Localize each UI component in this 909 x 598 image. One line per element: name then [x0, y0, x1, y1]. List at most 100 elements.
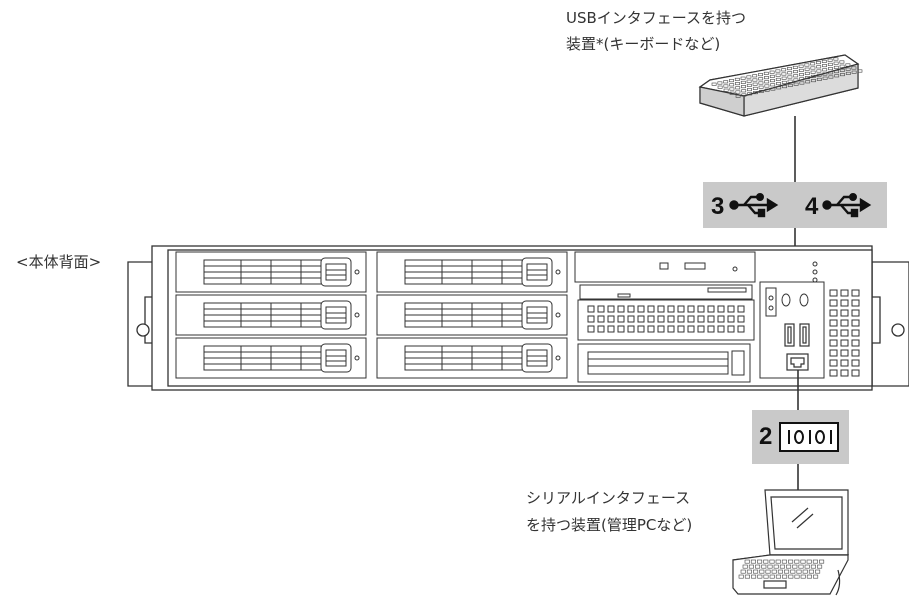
drive-bay — [376, 251, 568, 293]
vent-hole — [829, 339, 838, 347]
vent-hole — [667, 325, 675, 333]
keyboard-key — [833, 65, 839, 69]
vent-hole — [677, 315, 685, 323]
keyboard-key — [810, 74, 816, 78]
keyboard-key — [729, 91, 735, 95]
vent-hole — [597, 325, 605, 333]
keyboard-key — [793, 74, 799, 78]
laptop-key — [782, 574, 788, 579]
keyboard-key — [758, 77, 764, 81]
keyboard-key — [775, 69, 781, 73]
keyboard-key — [740, 80, 746, 84]
vent-hole — [607, 325, 615, 333]
laptop-key — [806, 559, 812, 564]
keyboard-key — [747, 92, 753, 96]
vent-hole — [697, 315, 705, 323]
keyboard-key — [752, 78, 758, 82]
keyboard-key — [734, 77, 740, 81]
vent-hole — [717, 315, 725, 323]
laptop-key — [813, 574, 819, 579]
vent-hole — [840, 299, 849, 307]
keyboard-key — [717, 85, 723, 89]
laptop-key — [773, 564, 779, 569]
laptop-key — [763, 559, 769, 564]
vent-hole — [829, 309, 838, 317]
keyboard-key — [822, 64, 827, 68]
keyboard-key — [799, 73, 804, 77]
keyboard-key — [833, 57, 839, 61]
laptop-key — [812, 559, 818, 564]
vent-hole — [851, 349, 860, 357]
keyboard-key — [798, 64, 804, 68]
keyboard-key — [776, 86, 782, 90]
keyboard-key — [799, 81, 805, 85]
keyboard-key — [753, 91, 758, 95]
vent-hole — [607, 305, 615, 313]
keyboard-key — [735, 86, 741, 90]
laptop-key — [781, 559, 787, 564]
usb-port-number-4: 4 — [805, 193, 819, 220]
vent-hole — [829, 299, 838, 307]
vent-hole — [627, 315, 635, 323]
keyboard-key — [758, 85, 764, 89]
vent-hole — [851, 309, 860, 317]
keyboard-key — [758, 81, 764, 85]
laptop-key — [777, 569, 783, 574]
keyboard-key — [816, 61, 821, 65]
keyboard-key — [822, 76, 828, 80]
vent-hole — [840, 349, 849, 357]
keyboard-key — [764, 88, 770, 92]
keyboard-key — [781, 72, 787, 76]
laptop-key — [769, 574, 775, 579]
vent-hole — [840, 339, 849, 347]
keyboard-key — [793, 78, 799, 82]
vent-hole — [707, 305, 715, 313]
keyboard-key — [764, 80, 770, 84]
keyboard-key — [839, 64, 845, 68]
laptop-key — [765, 569, 771, 574]
vent-hole — [647, 325, 655, 333]
keyboard-key — [828, 67, 833, 71]
vent-hole — [587, 315, 595, 323]
keyboard-key — [827, 62, 833, 66]
keyboard-key — [798, 68, 804, 72]
keyboard-key — [793, 70, 798, 74]
laptop-key — [788, 574, 794, 579]
vent-hole — [677, 325, 685, 333]
vent-hole — [597, 305, 605, 313]
vent-hole — [667, 315, 675, 323]
laptop-key — [815, 569, 821, 574]
vent-hole — [829, 359, 838, 367]
vent-hole — [737, 315, 745, 323]
vent-hole — [617, 305, 625, 313]
keyboard-key — [851, 66, 857, 70]
vent-hole — [727, 315, 735, 323]
keyboard-key — [816, 65, 822, 69]
vent-hole — [637, 305, 645, 313]
serial-port-icon — [779, 422, 839, 452]
keyboard-key — [764, 76, 769, 80]
keyboard-key — [741, 85, 746, 89]
keyboard-key — [746, 83, 752, 87]
chassis-rear-label: <本体背面> — [16, 253, 102, 271]
vent-hole — [647, 305, 655, 313]
vent-hole — [840, 369, 849, 377]
keyboard-key — [816, 77, 822, 81]
keyboard-key — [746, 79, 752, 83]
laptop-key — [804, 564, 810, 569]
keyboard-key — [840, 73, 845, 77]
keyboard-key — [781, 80, 787, 84]
vent-hole — [587, 305, 595, 313]
laptop-key — [753, 569, 759, 574]
vent-hole — [727, 305, 735, 313]
vent-hole — [851, 289, 860, 297]
keyboard-key — [787, 75, 793, 79]
keyboard-key — [816, 73, 822, 77]
laptop-key — [802, 569, 808, 574]
laptop-key — [794, 559, 800, 564]
vent-hole — [829, 329, 838, 337]
keyboard-key — [763, 71, 769, 75]
serial-device-label-line2: を持つ装置(管理PCなど) — [526, 516, 693, 534]
keyboard-key — [804, 67, 810, 71]
laptop-key — [810, 564, 816, 569]
